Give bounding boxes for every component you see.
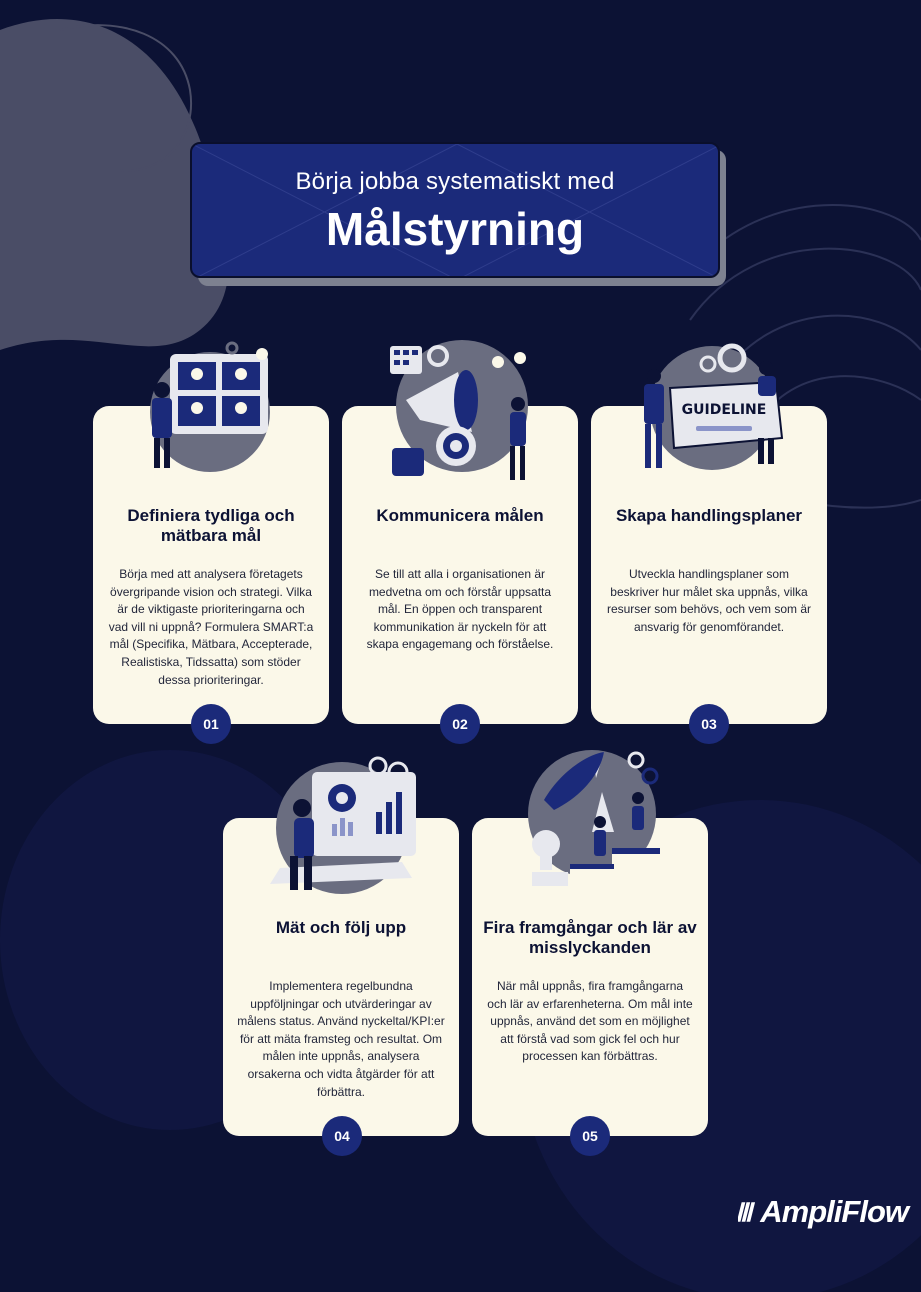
ampliflow-logo-icon (738, 1202, 756, 1222)
header-subtitle: Börja jobba systematiskt med (295, 168, 615, 195)
step-number-badge: 04 (322, 1116, 362, 1156)
step-body: Implementera regelbundna uppföljningar o… (237, 979, 445, 1099)
step-title: Definiera tydliga och mätbara mål (127, 506, 295, 545)
step-body: När mål uppnås, fira framgångarna och lä… (487, 979, 693, 1064)
step-title: Skapa handlingsplaner (615, 506, 803, 525)
banner-pattern (192, 144, 718, 276)
step-body: Utveckla handlingsplaner som beskriver h… (606, 567, 812, 634)
step-title: Mät och följ upp (275, 918, 407, 937)
step-number-badge: 02 (440, 704, 480, 744)
header-title: Målstyrning (325, 203, 585, 255)
guideline-label: GUIDELINE (682, 402, 767, 418)
step-body: Se till att alla i organisationen är med… (366, 567, 554, 652)
step-title: Kommunicera målen (376, 506, 544, 525)
step-body: Börja med att analysera företagets överg… (108, 567, 314, 687)
ampliflow-logo: AmpliFlow (738, 1190, 909, 1234)
guideline-illustration: GUIDELINE (644, 343, 784, 470)
video-meeting-illustration (150, 341, 270, 472)
step-card-1: Definiera tydliga och mätbara mål Börja … (93, 406, 329, 724)
header-banner: Börja jobba systematiskt med Målstyrning (190, 142, 720, 278)
step-number-badge: 03 (689, 704, 729, 744)
step-number-badge: 05 (570, 1116, 610, 1156)
analytics-dashboard-illustration (270, 756, 416, 894)
megaphone-illustration (390, 340, 528, 480)
logo-text: AmpliFlow (760, 1194, 909, 1229)
step-number-badge: 01 (191, 704, 231, 744)
step-title: Fira framgångar och lär av misslyckanden (483, 918, 697, 957)
growth-rocket-illustration (528, 750, 660, 886)
